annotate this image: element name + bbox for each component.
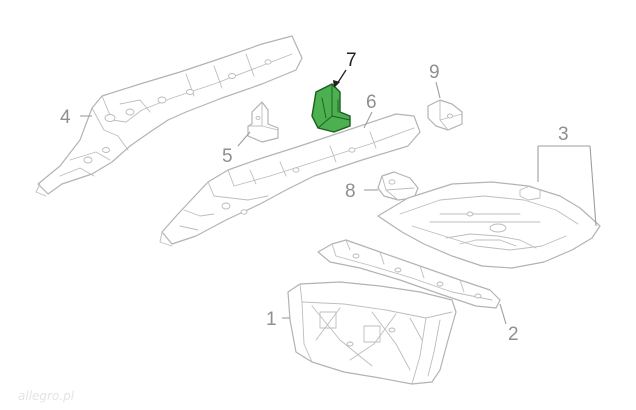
watermark-text: allegro.pl xyxy=(18,389,75,403)
callout-5: 5 xyxy=(222,146,233,167)
part-7-reinforcement xyxy=(311,83,351,133)
part-4-front-rail xyxy=(35,35,303,197)
part-6-center-rail xyxy=(159,113,421,247)
part-2-crossmember xyxy=(317,239,501,309)
leader-lines xyxy=(80,69,597,325)
callout-7: 7 xyxy=(346,50,357,71)
part-3-rear-floor xyxy=(377,181,601,269)
callout-4: 4 xyxy=(60,107,71,128)
part-8-bracket xyxy=(377,171,419,201)
part-9-bracket xyxy=(427,99,463,131)
callout-8: 8 xyxy=(345,181,356,202)
part-5-bracket xyxy=(247,101,279,143)
part-1-storage-tub xyxy=(287,281,457,385)
callout-1: 1 xyxy=(266,309,277,330)
callouts: 4 5 7 6 9 8 3 1 2 xyxy=(60,50,569,345)
callout-6: 6 xyxy=(366,92,377,113)
callout-2: 2 xyxy=(508,324,519,345)
part-7-shape xyxy=(311,83,351,133)
callout-3: 3 xyxy=(558,124,569,145)
callout-9: 9 xyxy=(429,62,440,83)
